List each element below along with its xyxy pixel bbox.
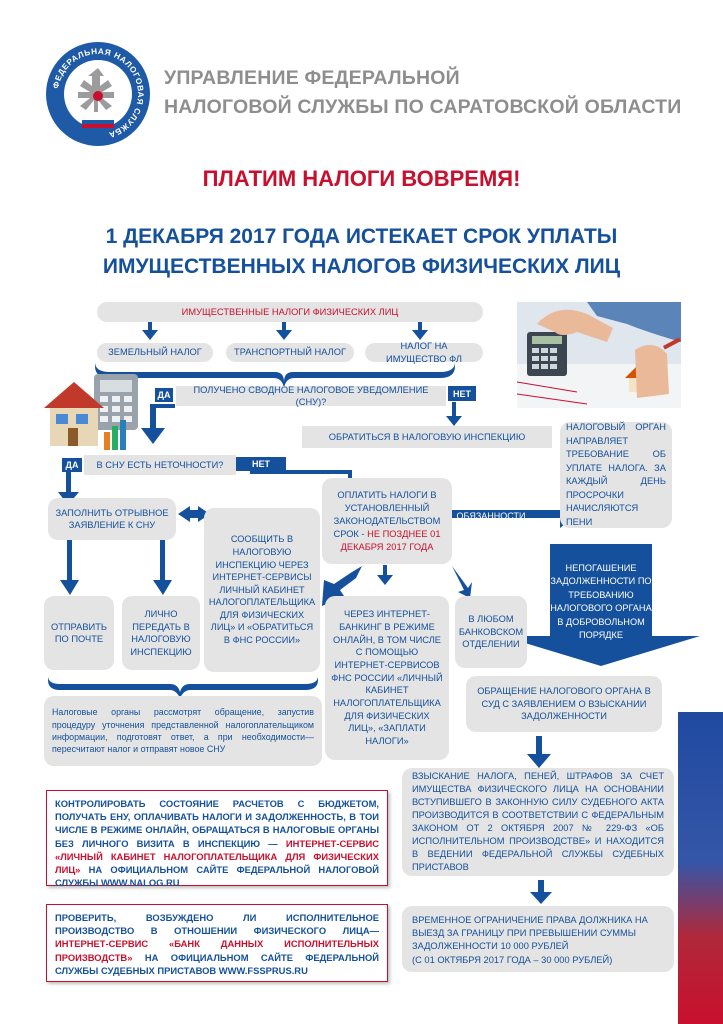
org-name-line-1: УПРАВЛЕНИЕ ФЕДЕРАЛЬНОЙ <box>164 67 460 89</box>
label-no-1: НЕТ <box>448 386 476 401</box>
note-cabinet-text-c: НА ОФИЦИАЛЬНОМ САЙТЕ ФЕДЕРАЛЬНОЙ НАЛОГОВ… <box>55 864 379 889</box>
pay-main-text: ОПЛАТИТЬ НАЛОГИ В УСТАНОВЛЕННЫЙ ЗАКОНОДА… <box>333 489 441 539</box>
fns-emblem: ФЕДЕРАЛЬНАЯ НАЛОГОВАЯ СЛУЖБА <box>44 40 152 148</box>
box-transport-tax: ТРАНСПОРТНЫЙ НАЛОГ <box>226 343 354 362</box>
note-taxpayer-cabinet: КОНТРОЛИРОВАТЬ СОСТОЯНИЕ РАСЧЕТОВ С БЮДЖ… <box>46 790 388 889</box>
travel-ban-note: (С 01 ОКТЯБРЯ 2017 ГОДА – 30 000 РУБЛЕЙ) <box>412 954 613 965</box>
label-yes-1: ДА <box>155 388 173 402</box>
box-recovery: ВЗЫСКАНИЕ НАЛОГА, ПЕНЕЙ, ШТРАФОВ ЗА СЧЕТ… <box>402 768 674 876</box>
label-no-2: НЕТ <box>236 457 286 471</box>
slogan: ПЛАТИМ НАЛОГИ ВОВРЕМЯ! <box>202 166 521 191</box>
note-cabinet-service: ИНТЕРНЕТ-СЕРВИС «ЛИЧНЫЙ КАБИНЕТ НАЛОГОПЛ… <box>55 837 379 876</box>
box-tax-demand: НАЛОГОВЫЙ ОРГАН НАПРАВЛЯЕТ ТРЕБОВАНИЕ ОБ… <box>560 422 672 528</box>
text-nonrepayment: НЕПОГАШЕНИЕ ЗАДОЛЖЕННОСТИ ПО ТРЕБОВАНИЮ … <box>550 562 652 641</box>
box-court: ОБРАЩЕНИЕ НАЛОГОВОГО ОРГАНА В СУД С ЗАЯВ… <box>466 676 662 732</box>
box-pay-taxes: ОПЛАТИТЬ НАЛОГИ В УСТАНОВЛЕННЫЙ ЗАКОНОДА… <box>322 478 452 564</box>
house-calculator-illustration <box>40 368 150 458</box>
box-property-taxes: ИМУЩЕСТВЕННЫЕ НАЛОГИ ФИЗИЧЕСКИХ ЛИЦ <box>97 302 483 322</box>
note-fssp-service: ИНТЕРНЕТ-СЕРВИС «БАНК ДАННЫХ ИСПОЛНИТЕЛЬ… <box>55 938 379 963</box>
nonrepayment-arrow <box>502 544 700 666</box>
note-fssp-text-a: ПРОВЕРИТЬ, ВОЗБУЖДЕНО ЛИ ИСПОЛНИТЕЛЬНОЕ … <box>55 912 379 937</box>
question-errors: В СНУ ЕСТЬ НЕТОЧНОСТИ? <box>84 455 236 475</box>
org-name-line-2: НАЛОГОВОЙ СЛУЖБЫ ПО САРАТОВСКОЙ ОБЛАСТИ <box>164 96 682 118</box>
calculator-hand-photo <box>517 302 681 408</box>
box-hand-in: ЛИЧНО ПЕРЕДАТЬ В НАЛОГОВУЮ ИНСПЕКЦИЮ <box>122 596 200 670</box>
box-report-online: СООБЩИТЬ В НАЛОГОВУЮ ИНСПЕКЦИЮ ЧЕРЕЗ ИНТ… <box>204 508 320 672</box>
box-travel-ban: ВРЕМЕННОЕ ОГРАНИЧЕНИЕ ПРАВА ДОЛЖНИКА НА … <box>402 906 674 972</box>
box-fill-form: ЗАПОЛНИТЬ ОТРЫВНОЕ ЗАЯВЛЕНИЕ К СНУ <box>48 498 176 540</box>
note-fssp-databank: ПРОВЕРИТЬ, ВОЗБУЖДЕНО ЛИ ИСПОЛНИТЕЛЬНОЕ … <box>46 904 388 982</box>
box-contact-inspection: ОБРАТИТЬСЯ В НАЛОГОВУЮ ИНСПЕКЦИЮ <box>302 426 552 448</box>
box-recheck: Налоговые органы рассмотрят обращение, з… <box>44 696 322 766</box>
box-any-bank: В ЛЮБОМ БАНКОВСКОМ ОТДЕЛЕНИИ <box>455 596 527 668</box>
question-notice: ПОЛУЧЕНО СВОДНОЕ НАЛОГОВОЕ УВЕДОМЛЕНИЕ (… <box>176 385 446 407</box>
headline-line-1: 1 ДЕКАБРЯ 2017 ГОДА ИСТЕКАЕТ СРОК УПЛАТЫ <box>105 225 618 248</box>
pay-deadline-text: НЕ ПОЗДНЕЕ 01 ДЕКАБРЯ 2017 ГОДА <box>340 528 441 552</box>
headline-line-2: ИМУЩЕСТВЕННЫХ НАЛОГОВ ФИЗИЧЕСКИХ ЛИЦ <box>102 255 621 278</box>
box-send-mail: ОТПРАВИТЬ ПО ПОЧТЕ <box>44 596 114 670</box>
side-color-stripe <box>678 712 723 1024</box>
travel-ban-text: ВРЕМЕННОЕ ОГРАНИЧЕНИЕ ПРАВА ДОЛЖНИКА НА … <box>412 915 648 952</box>
label-nonpayment: НЕИСПОЛНЕНИЕ ОБЯЗАННОСТИ <box>452 500 530 521</box>
box-internet-banking: ЧЕРЕЗ ИНТЕРНЕТ-БАНКИНГ В РЕЖИМЕ ОНЛАЙН, … <box>325 596 449 760</box>
label-yes-2: ДА <box>62 458 82 472</box>
box-land-tax: ЗЕМЕЛЬНЫЙ НАЛОГ <box>97 343 213 362</box>
note-fssp-text-c: НА ОФИЦИАЛЬНОМ САЙТЕ ФЕДЕРАЛЬНОЙ СЛУЖБЫ … <box>55 951 379 976</box>
note-cabinet-text-a: КОНТРОЛИРОВАТЬ СОСТОЯНИЕ РАСЧЕТОВ С БЮДЖ… <box>55 798 379 849</box>
box-property-tax: НАЛОГ НА ИМУЩЕСТВО ФЛ <box>365 341 483 364</box>
